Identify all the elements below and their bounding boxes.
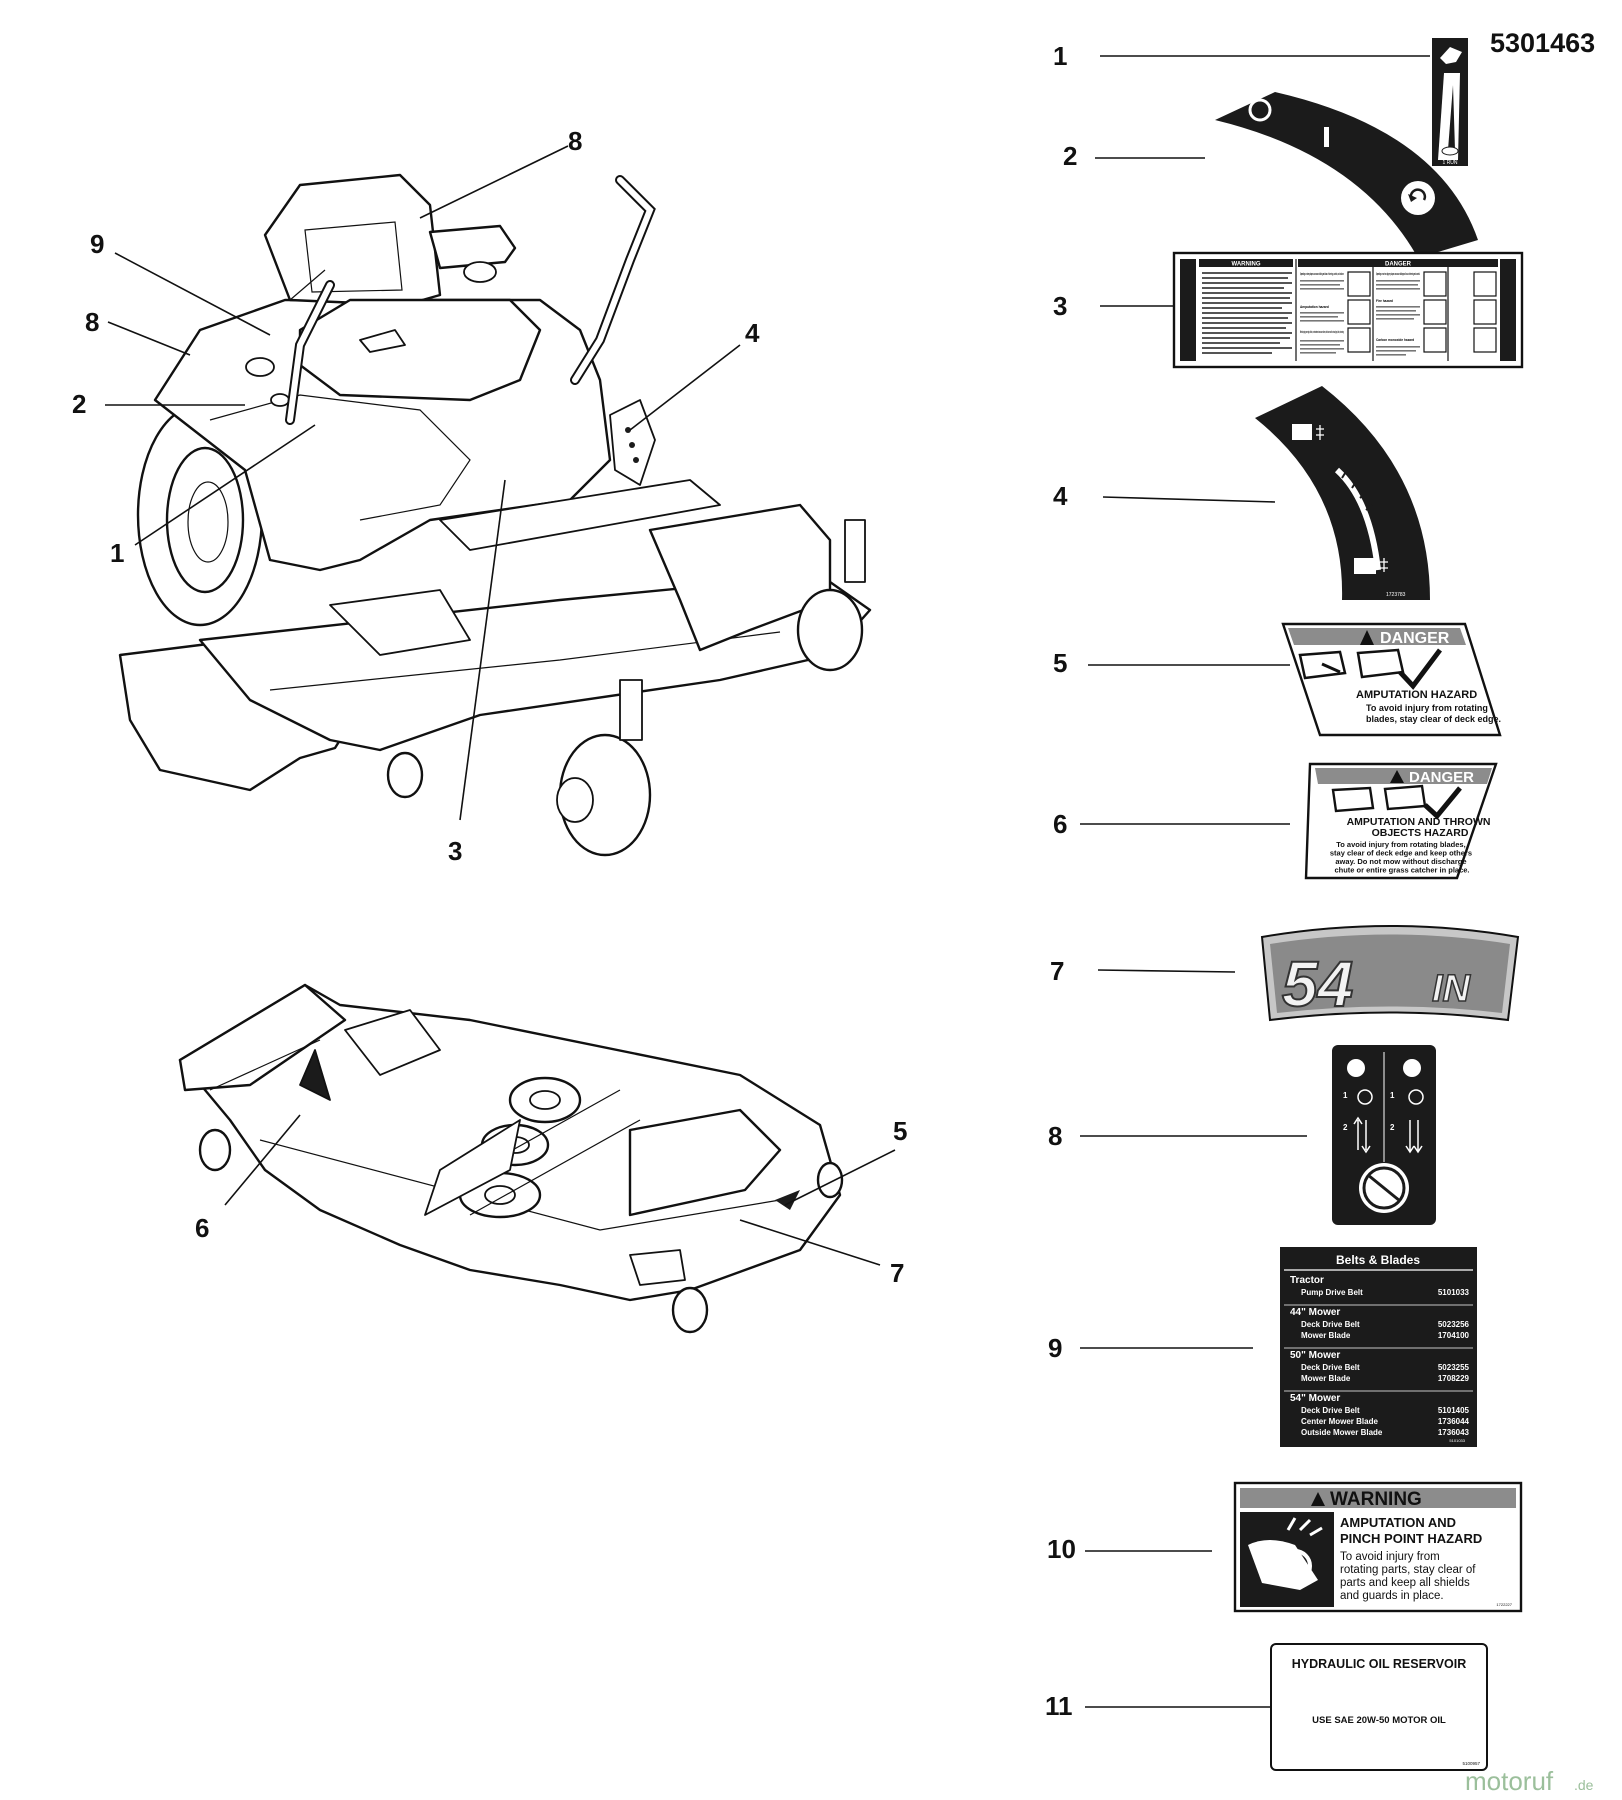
- seated-operator-icon: [1347, 1059, 1365, 1077]
- decal-8-step-1a: 1: [1343, 1091, 1348, 1100]
- decal-6-body: To avoid injury from rotating blades, st…: [1330, 840, 1474, 875]
- standing-operator-icon: [1403, 1059, 1421, 1077]
- decal-9-part-number: 1736044: [1438, 1417, 1470, 1426]
- decal-3-danger-title: DANGER: [1385, 262, 1412, 268]
- decal-1-text: 1 RUN: [1442, 160, 1457, 166]
- decal-5-title: DANGER: [1380, 630, 1450, 647]
- decal-9-item-label: Deck Drive Belt: [1301, 1406, 1360, 1415]
- decal-callout-9: 9: [1048, 1333, 1062, 1363]
- decal-callout-7: 7: [1050, 956, 1064, 986]
- decal-9-section-label: 44" Mower: [1290, 1307, 1340, 1318]
- decal-callout-8: 8: [1048, 1121, 1062, 1151]
- decal-9-part-number: 5023255: [1438, 1363, 1470, 1372]
- decal-callout-4: 4: [1053, 481, 1068, 511]
- decal-3-col2-heading-1: Operating on steep slopes can cause slid…: [1300, 272, 1344, 276]
- decal-10-warning-pinch-point: WARNING AMPUTATION AND PINCH POINT HAZAR…: [1233, 1481, 1523, 1613]
- decal-9-item-label: Deck Drive Belt: [1301, 1320, 1360, 1329]
- tractor-callouts: 8 9 8 2 4 1 3: [72, 126, 760, 866]
- decal-callout-6: 6: [1053, 809, 1067, 839]
- decal-8-operating-pictogram: 1 1 2 2: [1332, 1045, 1436, 1225]
- decal-5-danger-amputation: DANGER AMPUTATION HAZARD To avoid injury…: [1281, 622, 1502, 737]
- decal-3-safety-instructions: WARNING DANGER Operating on steep slopes…: [1172, 251, 1524, 369]
- decal-4-code: 1723783: [1386, 592, 1406, 598]
- callout-tractor-1: 1: [110, 538, 124, 568]
- decal-9-item-label: Center Mower Blade: [1301, 1417, 1378, 1426]
- decal-9-part-number: 5101033: [1438, 1288, 1470, 1297]
- decal-9-item-label: Mower Blade: [1301, 1331, 1351, 1340]
- decal-8-step-1b: 1: [1390, 1091, 1395, 1100]
- decal-9-item-label: Outside Mower Blade: [1301, 1428, 1383, 1437]
- decal-3-col3-heading-2: Fire hazard: [1376, 299, 1393, 303]
- decal-9-item-label: Deck Drive Belt: [1301, 1363, 1360, 1372]
- decal-10-code: 1722227: [1496, 1602, 1512, 1607]
- decal-9-title: Belts & Blades: [1336, 1253, 1420, 1267]
- part-number: 5301463: [1490, 28, 1595, 58]
- decal-6-heading: AMPUTATION AND THROWN OBJECTS HAZARD: [1347, 816, 1494, 839]
- callout-tractor-9: 9: [90, 229, 104, 259]
- decal-callout-5: 5: [1053, 648, 1067, 678]
- callout-deck-7: 7: [890, 1258, 904, 1288]
- decal-7-unit: IN: [1432, 968, 1472, 1010]
- decal-10-body: To avoid injury from rotating parts, sta…: [1340, 1551, 1479, 1602]
- decal-callout-2: 2: [1063, 141, 1077, 171]
- decal-9-part-number: 1708229: [1438, 1374, 1470, 1383]
- callout-tractor-8a: 8: [568, 126, 582, 156]
- callout-tractor-2: 2: [72, 389, 86, 419]
- decal-callouts: 1 2 3 4 5 6 7 8 9 10 11: [1045, 41, 1430, 1721]
- decal-callout-11: 11: [1045, 1691, 1073, 1721]
- off-icon: [1248, 98, 1272, 122]
- on-icon: [1324, 127, 1329, 147]
- decal-9-section-label: 54" Mower: [1290, 1393, 1340, 1404]
- decal-9-item-label: Pump Drive Belt: [1301, 1288, 1363, 1297]
- callout-tractor-4: 4: [745, 318, 760, 348]
- callout-deck-5: 5: [893, 1116, 907, 1146]
- decal-1-throttle: 1 RUN: [1432, 38, 1468, 166]
- pto-engage-icon: [1401, 181, 1435, 215]
- decal-9-section-label: 50" Mower: [1290, 1350, 1340, 1361]
- decal-2-pto-switch: [1215, 92, 1478, 258]
- watermark-brand: motoruf: [1465, 1766, 1554, 1796]
- decal-6-danger-thrown-objects: DANGER AMPUTATION AND THROWN OBJECTS HAZ…: [1304, 762, 1498, 880]
- decal-9-section-label: Tractor: [1290, 1275, 1324, 1286]
- decal-7-number: 54: [1282, 948, 1353, 1020]
- decal-5-heading: AMPUTATION HAZARD: [1356, 689, 1477, 701]
- decal-callout-10: 10: [1047, 1534, 1076, 1564]
- decal-9-part-number: 1736043: [1438, 1428, 1470, 1437]
- decal-8-step-2a: 2: [1343, 1123, 1348, 1132]
- watermark-suffix: .de: [1574, 1777, 1594, 1793]
- decal-11-title: HYDRAULIC OIL RESERVOIR: [1292, 1657, 1467, 1671]
- decal-3-col2-heading-2: Amputation hazard: [1300, 305, 1329, 309]
- decal-10-heading: AMPUTATION AND PINCH POINT HAZARD: [1340, 1515, 1482, 1546]
- decal-callout-1: 1: [1053, 41, 1067, 71]
- decal-11-body: USE SAE 20W-50 MOTOR OIL: [1312, 1715, 1446, 1726]
- decal-9-part-number: 1704100: [1438, 1331, 1470, 1340]
- decal-9-item-label: Mower Blade: [1301, 1374, 1351, 1383]
- decal-7-deck-size-badge: 54 IN: [1260, 925, 1520, 1022]
- decal-callout-3: 3: [1053, 291, 1067, 321]
- decal-9-code: 5101033: [1449, 1438, 1465, 1443]
- decal-4-deck-height: 1723783: [1255, 386, 1430, 600]
- decal-9-part-number: 5101405: [1438, 1406, 1470, 1415]
- callout-tractor-8b: 8: [85, 307, 99, 337]
- decal-3-col3-heading-3: Carbon monoxide hazard: [1376, 338, 1414, 342]
- watermark: motoruf .de: [1465, 1766, 1594, 1796]
- zero-turn-mower-illustration: [118, 173, 872, 857]
- decal-6-title: DANGER: [1409, 769, 1474, 786]
- callout-deck-6: 6: [195, 1213, 209, 1243]
- decal-3-col3-heading-1: Operating on wet or slippery slopes can …: [1376, 272, 1420, 276]
- callout-tractor-3: 3: [448, 836, 462, 866]
- decal-10-title: WARNING: [1330, 1489, 1422, 1510]
- decal-11-code: 5100957: [1462, 1761, 1480, 1766]
- mower-deck-illustration: [178, 983, 844, 1334]
- decal-3-col2-heading-3: Wheels dropping over edges, ditches, or …: [1300, 330, 1344, 334]
- decal-11-hydraulic-oil: HYDRAULIC OIL RESERVOIR USE SAE 20W-50 M…: [1270, 1643, 1488, 1771]
- decal-9-part-number: 5023256: [1438, 1320, 1470, 1329]
- decal-3-warning-title: WARNING: [1232, 262, 1261, 268]
- decal-5-body: To avoid injury from rotating blades, st…: [1366, 703, 1501, 724]
- deck-callouts: 5 6 7: [195, 1114, 907, 1288]
- decal-8-step-2b: 2: [1390, 1123, 1395, 1132]
